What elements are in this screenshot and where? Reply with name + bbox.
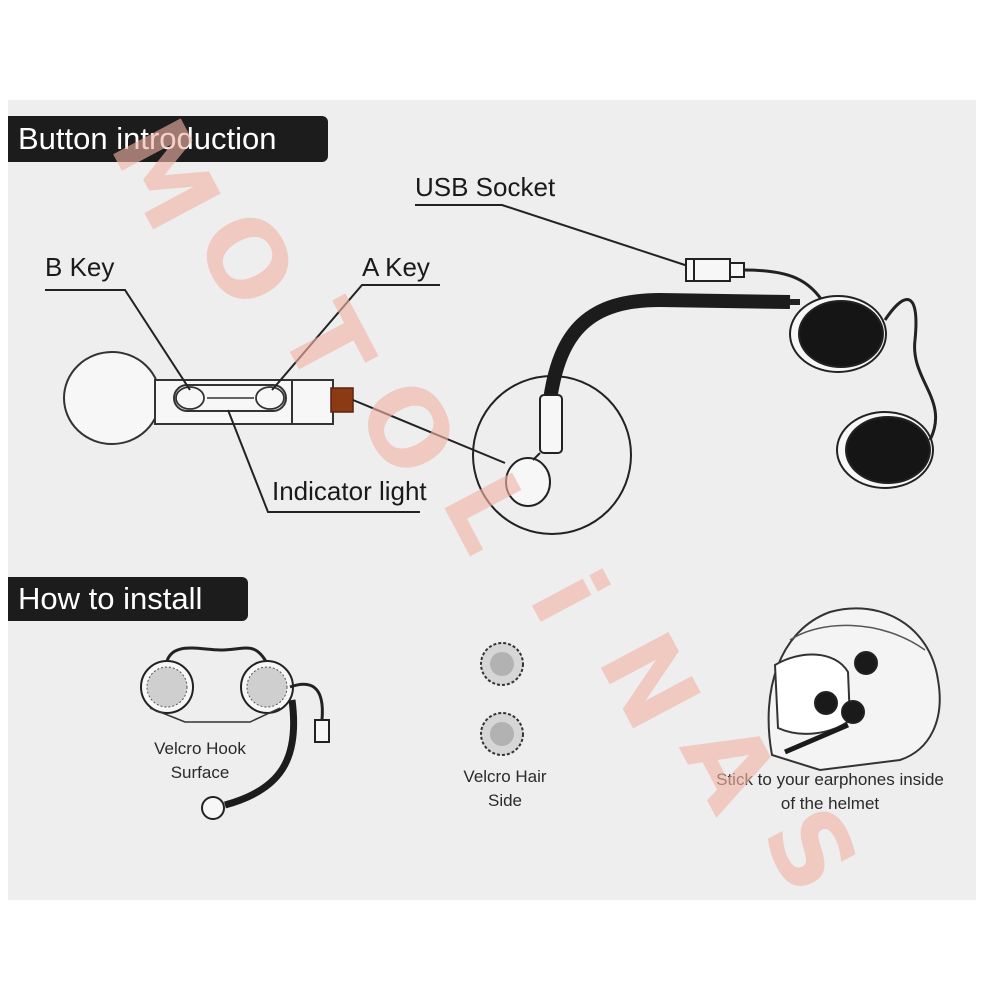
label-usb-socket: USB Socket (415, 172, 556, 202)
install-earphone-set (140, 646, 330, 820)
label-velcro-hook-surface: Velcro Hook Surface (130, 737, 270, 785)
label-velcro-hook-line1: Velcro Hook (154, 739, 246, 758)
b-key-button (175, 386, 205, 410)
helmet-illustration (767, 607, 941, 772)
mic-head (505, 457, 551, 507)
control-unit (63, 351, 354, 445)
velcro-hair-pads (480, 642, 524, 756)
section-banner-how-to-install: How to install (8, 577, 248, 621)
label-b-key: B Key (45, 252, 115, 282)
label-indicator-light: Indicator light (272, 476, 427, 506)
speakers (789, 295, 937, 489)
label-velcro-hook-line2: Surface (170, 763, 230, 782)
label-velcro-hair-line1: Velcro Hair (463, 767, 547, 786)
boom-arm (543, 292, 791, 401)
section-banner-button-introduction: Button introduction (8, 116, 328, 162)
leader-lines (45, 204, 689, 513)
label-stick-line2: of the helmet (780, 794, 880, 813)
label-velcro-hair-line2: Side (487, 791, 523, 810)
label-stick-line1: Stick to your earphones inside (716, 770, 944, 789)
a-key-button (255, 386, 285, 410)
label-stick-instruction: Stick to your earphones inside of the he… (690, 768, 970, 816)
label-velcro-hair-side: Velcro Hair Side (435, 765, 575, 813)
label-a-key: A Key (362, 252, 430, 282)
indicator-light (330, 387, 354, 413)
